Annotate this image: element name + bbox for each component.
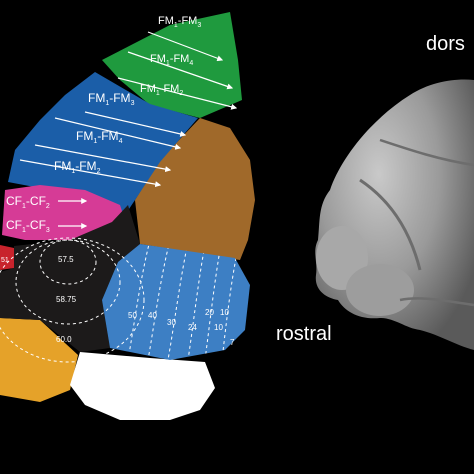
label-rostral: rostral — [276, 323, 332, 345]
tonotopic-lines — [127, 244, 237, 360]
arrow — [127, 51, 234, 90]
iso-line — [221, 257, 237, 360]
frequency-contours — [0, 237, 145, 363]
contour-label-60-0: 60.0 — [56, 335, 72, 344]
arrow — [19, 159, 162, 188]
label-fm1-fm3-green: FM1-FM3 — [158, 15, 201, 29]
brain-fold-3 — [399, 297, 474, 307]
tono-value-20: 20 — [205, 308, 214, 317]
region-green — [102, 12, 242, 118]
label-cf1-cf2: CF1-CF2 — [6, 194, 50, 210]
iso-line — [147, 244, 171, 360]
cortex-map: FM1-FM3 FM1-FM4 FM1-FM2 FM1-FM3 FM1-FM4 … — [0, 12, 255, 420]
tono-value-24: 24 — [188, 323, 197, 332]
contour-label-57-5: 57.5 — [58, 255, 74, 264]
region-light-blue — [102, 244, 250, 360]
brain-render — [315, 79, 474, 350]
blue-arrows — [19, 111, 187, 188]
tono-value-10b: 10 — [214, 323, 223, 332]
arrow — [147, 31, 224, 62]
region-blue — [8, 72, 198, 215]
label-fm1-fm4-blue: FM1-FM4 — [76, 129, 123, 145]
label-fm1-fm4-green: FM1-FM4 — [150, 53, 193, 67]
brain-fold-2 — [379, 138, 474, 167]
contour-outer — [0, 237, 145, 363]
tono-value-10a: 10 — [220, 308, 229, 317]
contour-middle — [15, 239, 121, 325]
arrow — [117, 77, 238, 110]
region-red — [0, 245, 14, 270]
label-fm1-fm3-blue: FM1-FM3 — [88, 91, 135, 107]
label-dorsal: dors — [426, 33, 465, 55]
green-arrows — [117, 31, 238, 110]
arrow — [54, 117, 182, 150]
tono-value-7: 7 — [230, 338, 235, 347]
arrow — [84, 111, 187, 137]
tono-value-40: 40 — [148, 311, 157, 320]
tono-value-50: 50 — [128, 311, 137, 320]
brain-lobe-lower — [346, 264, 414, 316]
region-magenta — [2, 185, 125, 240]
region-orange — [0, 318, 78, 402]
contour-inner — [39, 239, 97, 285]
label-fm1-fm2-blue: FM1-FM2 — [54, 159, 101, 175]
iso-line — [187, 244, 206, 360]
tono-value-30: 30 — [167, 318, 176, 327]
region-white — [70, 352, 215, 420]
region-dark — [0, 205, 140, 352]
brain-fold-1 — [359, 178, 422, 271]
contour-label-58-75: 58.75 — [56, 295, 77, 304]
iso-line — [204, 249, 221, 360]
label-fm1-fm2-green: FM1-FM2 — [140, 83, 183, 97]
iso-line — [167, 244, 189, 360]
label-edge: 51 — [1, 257, 9, 264]
region-brown — [135, 118, 255, 260]
arrow — [34, 144, 172, 173]
iso-line — [127, 244, 151, 360]
label-cf1-cf3: CF1-CF3 — [6, 218, 50, 234]
magenta-arrows — [58, 198, 88, 229]
